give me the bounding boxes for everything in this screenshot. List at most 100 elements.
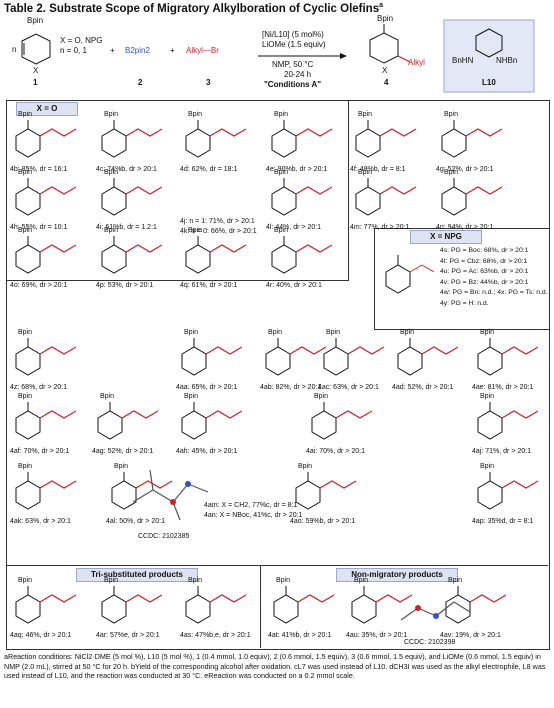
bpin-label: Bpin: [104, 227, 119, 234]
npg-entry: 4v: PG = Bz: 44%b, dr > 20:1: [440, 278, 529, 286]
compound-caption: 4e: 90%b, dr > 20:1: [266, 166, 328, 173]
structure-4h: [15, 178, 77, 216]
compound-caption: 4g: 52%, dr > 20:1: [436, 166, 494, 173]
bpin-label: Bpin: [18, 329, 33, 336]
structure-4e: [271, 120, 333, 158]
bpin-label: Bpin: [184, 329, 199, 336]
bpin-label: Bpin: [274, 169, 289, 176]
bpin-label: Bpin: [314, 393, 329, 400]
structure-4av: [445, 586, 507, 624]
bpin-label: Bpin: [400, 329, 415, 336]
structure-4b: [15, 120, 77, 158]
compound-caption: 4aj: 71%, dr > 20:1: [472, 448, 531, 455]
compound-caption: 4al: 50%, dr > 20:1: [106, 518, 165, 525]
plus-2: +: [170, 46, 175, 55]
section-x-o: X = O: [16, 102, 78, 116]
structure-4f: [355, 120, 417, 158]
bpin-label: Bpin: [18, 577, 33, 584]
compound-4ab: Bpin 4ab: 82%, dr > 20:1: [260, 329, 346, 392]
reactant1-num: 1: [33, 78, 38, 87]
compound-caption: 4d: 62%, dr = 18:1: [180, 166, 238, 173]
npg-entry: 4t: PG = Cbz: 68%, dr > 20:1: [440, 257, 528, 265]
compound-caption: 4h: 55%, dr = 10:1: [10, 224, 68, 231]
structure-4aj: [477, 402, 539, 440]
compound-caption: 4au: 35%, dr > 20:1: [346, 632, 408, 639]
bpin-label: Bpin: [100, 393, 115, 400]
structure-4ag: [97, 402, 159, 440]
tri-divider: [6, 565, 548, 566]
compound-caption: 4q: 61%, dr > 20:1: [180, 282, 238, 289]
cond-top-1: [Ni/L10] (5 mol%): [262, 30, 324, 39]
cond-bottom-2: 20-24 h: [284, 70, 312, 79]
npg-entry: 4y: PG = H: n.d.: [440, 299, 489, 307]
structure-4ap: [477, 472, 539, 510]
structure-4ac: [323, 338, 385, 376]
compound-4k: 4k: n = 0: 66%, dr > 20:1: [180, 176, 266, 236]
cond-line-2: n = 0, 1: [60, 46, 87, 55]
compound-caption: 4ai: 70%, dr > 20:1: [306, 448, 365, 455]
structure-4m: [355, 178, 417, 216]
crystal-structure-1: [132, 469, 209, 521]
bpin-label: Bpin: [268, 329, 283, 336]
compound-caption: 4ao: 59%b, dr > 20:1: [290, 518, 356, 525]
bpin-label: Bpin: [104, 577, 119, 584]
bpin-label: Bpin: [104, 111, 119, 118]
ligand-num: L10: [482, 78, 496, 87]
bpin-label: Bpin: [444, 169, 459, 176]
compound-4ah: Bpin 4ah: 45%, dr > 20:1: [176, 393, 262, 456]
compound-caption: 4ac: 63%, dr > 20:1: [318, 384, 379, 391]
table-title: Table 2. Substrate Scope of Migratory Al…: [4, 2, 384, 15]
compound-caption: 4n: 94%, dr > 20:1: [436, 224, 494, 231]
bpin-label: Bpin: [184, 393, 199, 400]
compound-caption: 4ah: 45%, dr > 20:1: [176, 448, 238, 455]
npg-structure: [378, 250, 438, 320]
structure-4ab: [265, 338, 327, 376]
structure-4af: [15, 402, 77, 440]
structure-4at: [273, 586, 335, 624]
structure-4ad: [397, 338, 459, 376]
bpin-label: Bpin: [274, 227, 289, 234]
nonmig-divider: [260, 565, 261, 648]
compound-caption: 4k: n = 0: 66%, dr > 20:1: [180, 228, 257, 235]
bpin-label: Bpin: [188, 227, 203, 234]
product-bpin: Bpin: [377, 14, 394, 23]
n-label: n: [12, 45, 17, 54]
section-tri: Tri-substituted products: [76, 568, 198, 582]
structure-4ai: [311, 402, 373, 440]
bpin-label: Bpin: [480, 463, 495, 470]
bpin-label: Bpin: [104, 169, 119, 176]
cond-bottom-1: NMP, 50 °C: [272, 60, 314, 69]
compound-caption: 4at: 41%b, dr > 20:1: [268, 632, 332, 639]
ligand-nhbn: NHBn: [496, 56, 518, 65]
x-npg-frame: [374, 228, 550, 330]
compound-caption: 4as: 47%b,e, dr > 20:1: [180, 632, 251, 639]
bpin-label: Bpin: [298, 463, 313, 470]
structure-4l: [271, 178, 333, 216]
bpin-label: Bpin: [18, 227, 33, 234]
compound-caption: 4ab: 82%, dr > 20:1: [260, 384, 322, 391]
structure-4n: [441, 178, 503, 216]
cond-top-2: LiOMe (1.5 equiv): [262, 40, 326, 49]
bpin-label: Bpin: [18, 111, 33, 118]
